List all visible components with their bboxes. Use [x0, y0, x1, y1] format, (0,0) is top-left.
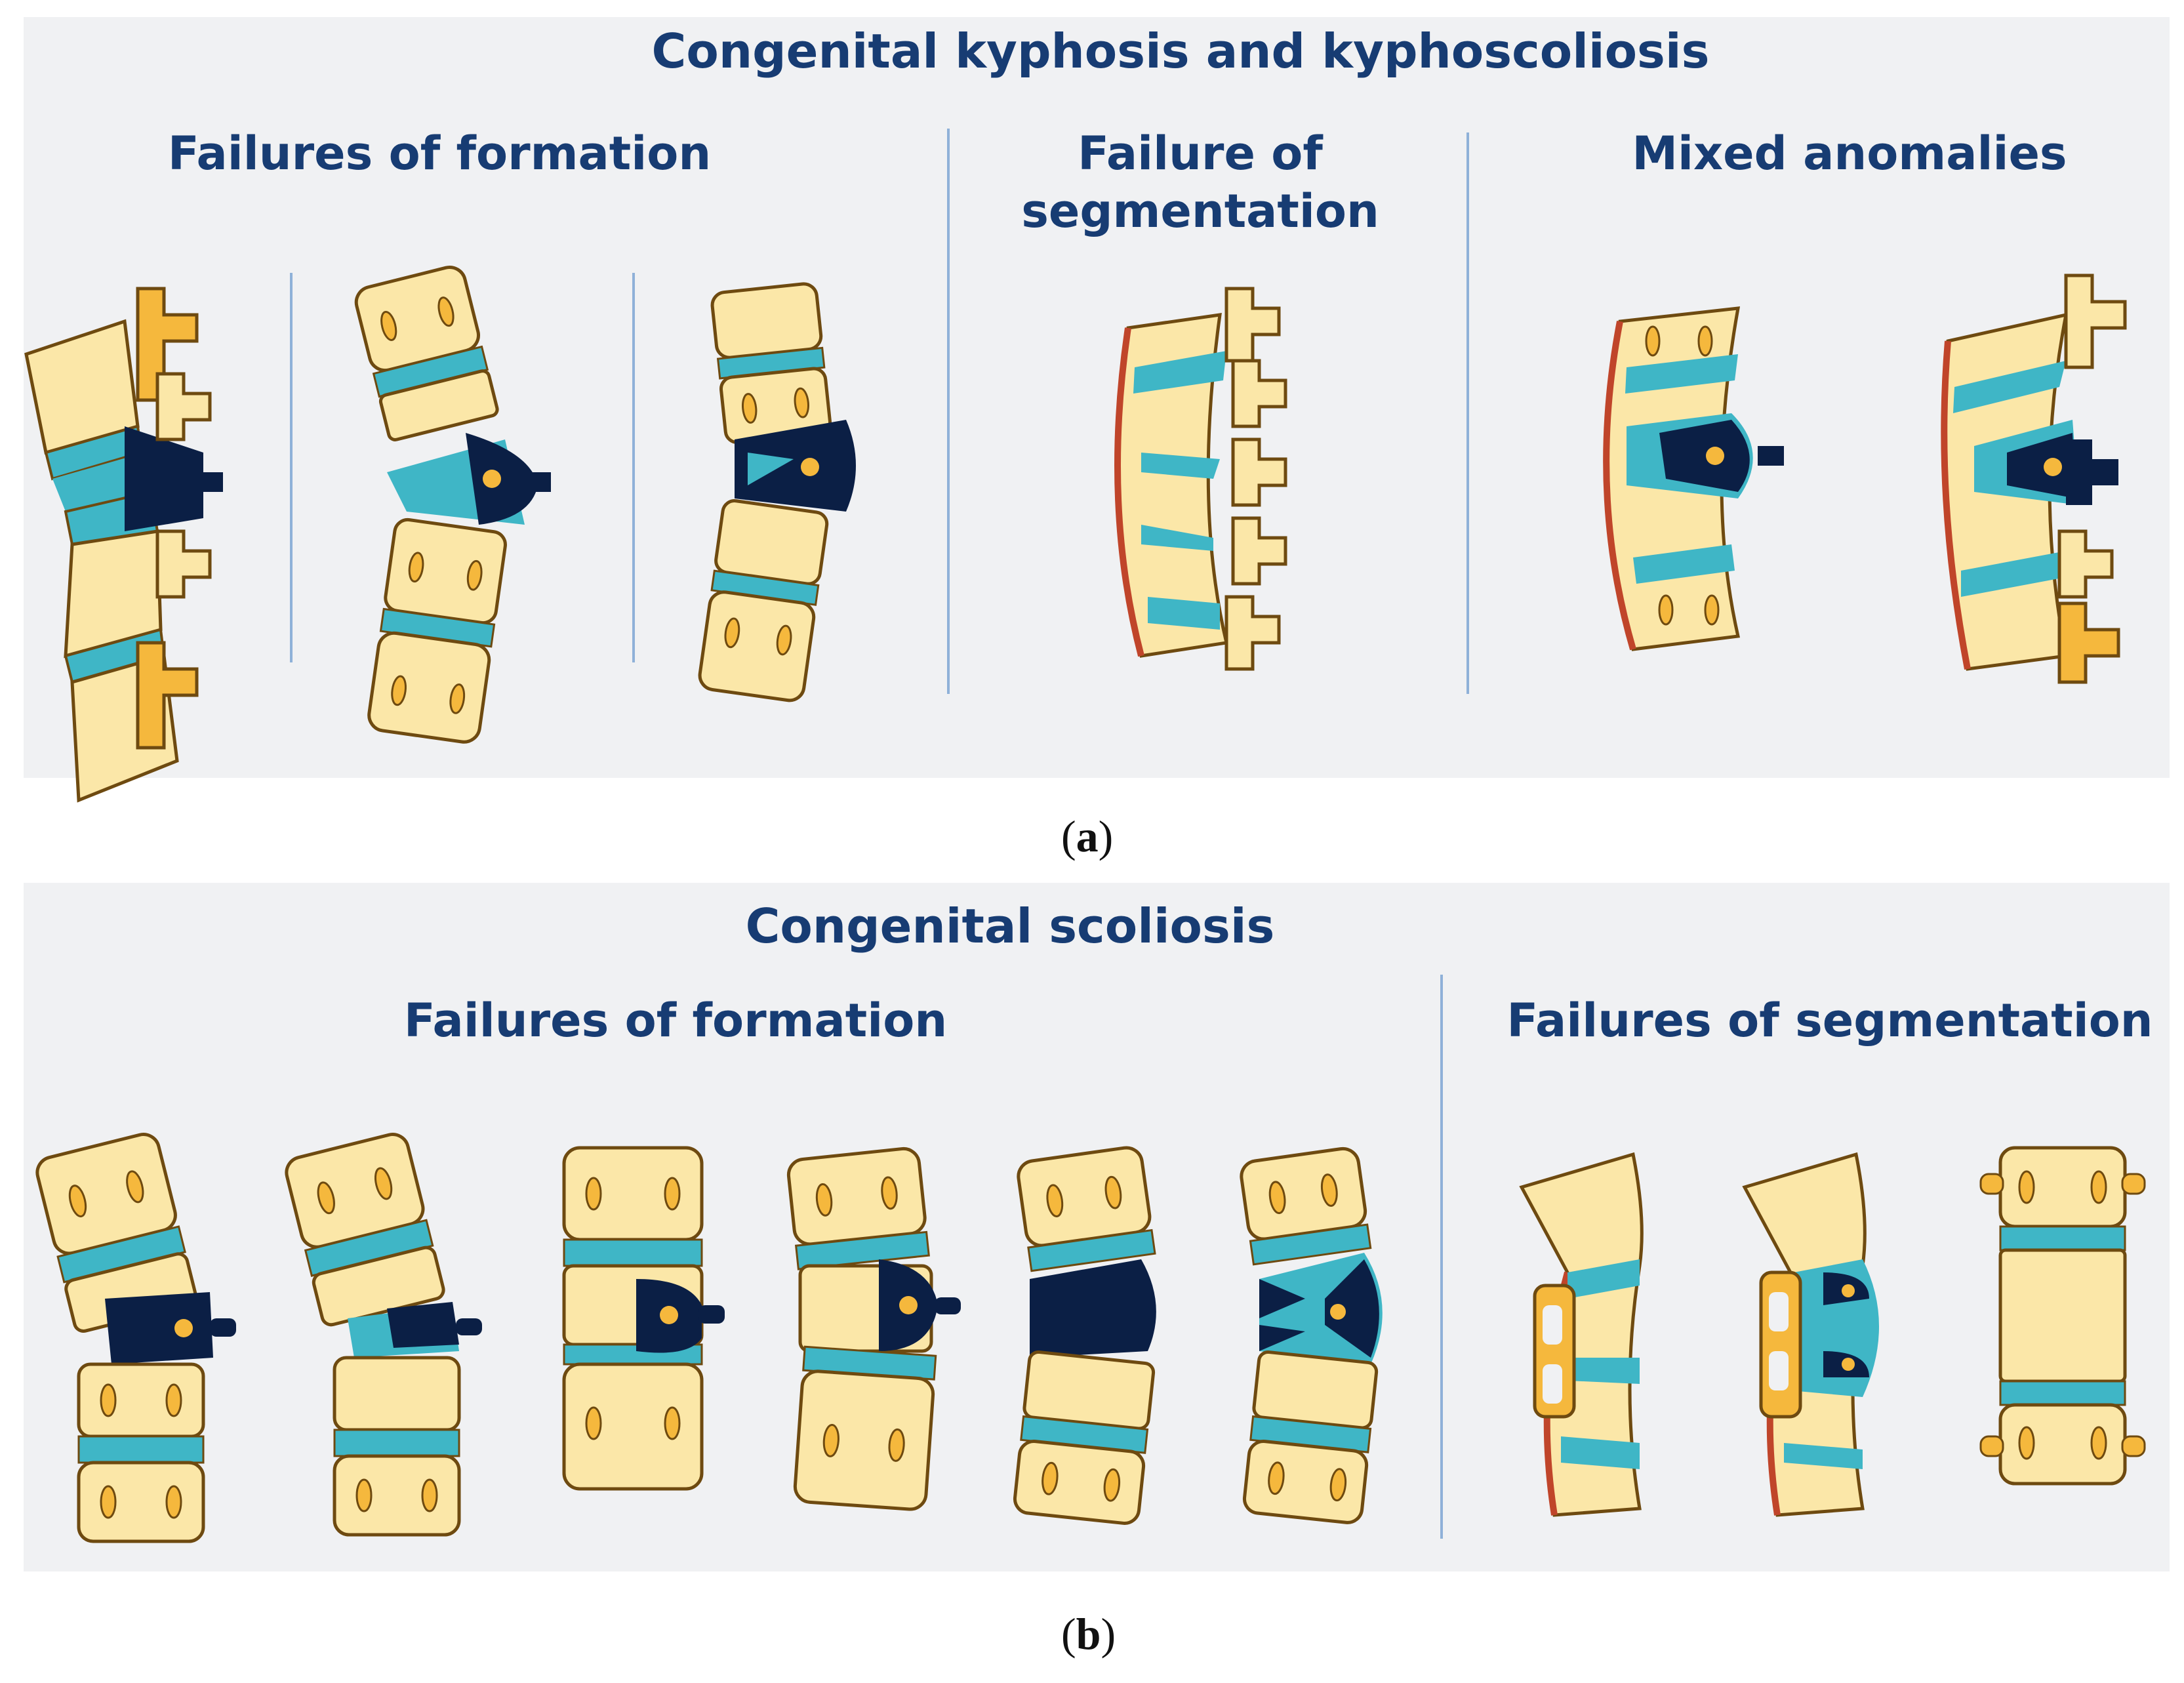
panel-b-title: Congenital scoliosis: [745, 899, 1275, 954]
panel-a-formation-heading: Failures of formation: [167, 127, 712, 180]
hemivertebra-icon: [786, 1146, 961, 1511]
hemivertebra-icon: [698, 282, 856, 702]
vertebra-icon: [24, 287, 223, 803]
caption-a: (a): [1061, 811, 1114, 861]
hemivertebra-icon: [1603, 306, 1784, 651]
panel-a-divider-main-1: [947, 129, 950, 694]
panel-a-title: Congenital kyphosis and kyphoscoliosis: [651, 24, 1710, 79]
unsegmented-bar-icon: [1742, 1152, 1879, 1517]
unsegmented-bar-icon: [1519, 1152, 1644, 1517]
hemivertebra-icon: [285, 1133, 482, 1537]
unsegmented-bar-icon: [1114, 287, 1287, 671]
hemivertebra-icon: [35, 1133, 236, 1543]
hemivertebra-icon: [1013, 1146, 1156, 1525]
panel-a-illustrations: [24, 266, 2127, 803]
vertebra-icon: [1979, 1146, 2146, 1486]
panel-a-divider-2: [632, 273, 635, 662]
panel-a-mixed-heading: Mixed anomalies: [1632, 127, 2067, 180]
hemivertebra-icon: [562, 1146, 725, 1491]
panel-a-divider-1: [290, 273, 293, 662]
caption-b: (b): [1061, 1609, 1116, 1659]
hemivertebra-icon: [1941, 274, 2127, 684]
panel-b-segmentation-heading: Failures of segmentation: [1507, 994, 2153, 1047]
panel-a-divider-main-2: [1466, 132, 1469, 694]
panel-b-formation-heading: Failures of formation: [403, 994, 948, 1047]
hemivertebra-icon: [354, 266, 551, 744]
panel-b-illustrations: [35, 1133, 2146, 1543]
hemivertebra-icon: [1240, 1146, 1383, 1524]
panel-b-divider: [1440, 975, 1443, 1539]
panel-a-segmentation-heading: Failure of segmentation: [1021, 127, 1379, 238]
